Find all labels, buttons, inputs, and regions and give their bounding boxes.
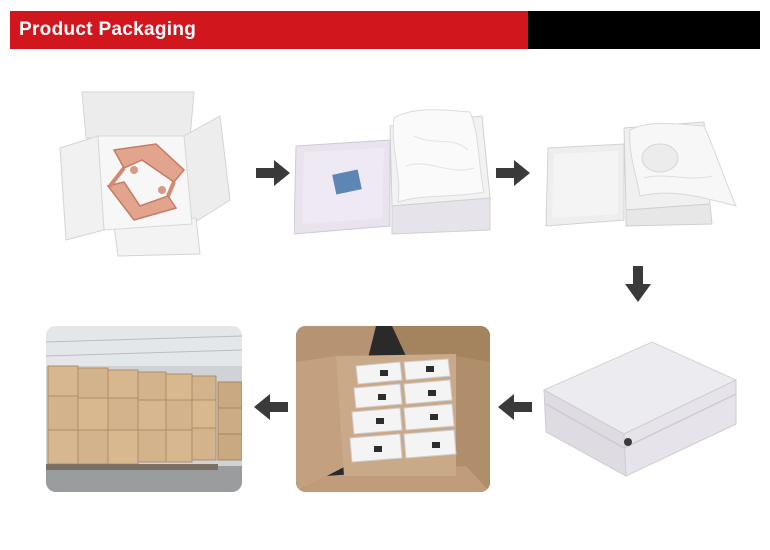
header-red-bar: Product Packaging	[10, 11, 528, 49]
step-photo-cartons-on-pallets-warehouse	[46, 326, 242, 492]
step-photo-closed-shoe-box	[540, 338, 740, 480]
section-header: Product Packaging	[10, 11, 760, 49]
step-photo-tissue-wrapped-shoes-in-box	[544, 118, 740, 228]
arrow-left-icon	[498, 394, 532, 420]
arrow-right-icon	[256, 160, 290, 186]
step-photo-box-with-tissue-paper	[294, 106, 494, 238]
arrow-right-icon	[496, 160, 530, 186]
step-photo-shoes-in-open-box	[44, 90, 242, 258]
step-photo-boxes-in-carton	[296, 326, 490, 492]
header-black-bar	[528, 11, 760, 49]
page-title: Product Packaging	[19, 19, 197, 40]
arrow-down-icon	[625, 266, 651, 302]
arrow-left-icon	[254, 394, 288, 420]
